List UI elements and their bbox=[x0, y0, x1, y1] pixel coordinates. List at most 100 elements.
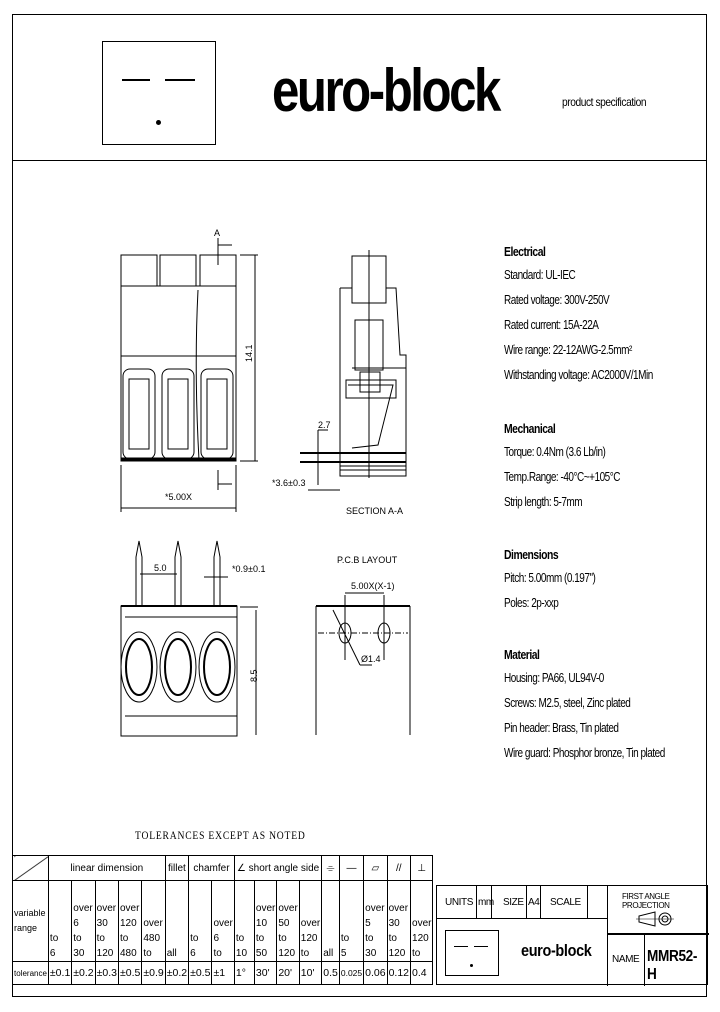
pcb-layout-title: P.C.B LAYOUT bbox=[337, 555, 398, 565]
header-cell: fillet bbox=[164, 855, 190, 881]
value-cell: 30' bbox=[253, 961, 278, 985]
pcb-pitch-dimension: 5.00X(X-1) bbox=[351, 581, 395, 591]
material-specs: Material Housing: PA66, UL94V-0 Screws: … bbox=[504, 647, 665, 766]
value-cell: 0.06 bbox=[363, 961, 388, 985]
value-cell: 10' bbox=[298, 961, 323, 985]
parallelism-icon: // bbox=[386, 855, 412, 881]
flatness-icon: ▱ bbox=[363, 855, 388, 881]
section-heading: Mechanical bbox=[504, 421, 556, 436]
name-label: NAME bbox=[612, 954, 640, 965]
range-cell: over 480 to bbox=[141, 880, 166, 962]
symmetry-icon: ⌯ bbox=[321, 855, 340, 881]
spec-line: Withstanding voltage: AC2000V/1Min bbox=[504, 368, 653, 382]
electrical-specs: Electrical Standard: UL-IEC Rated voltag… bbox=[504, 244, 653, 388]
section-side-dimension: *3.6±0.3 bbox=[272, 478, 305, 488]
range-cell: all bbox=[321, 880, 340, 962]
projection-label: FIRST ANGLE PROJECTION bbox=[622, 892, 670, 910]
value-cell: 1° bbox=[233, 961, 255, 985]
size-value: A4 bbox=[528, 897, 540, 908]
section-mark: A bbox=[214, 228, 220, 238]
straightness-icon: — bbox=[338, 855, 365, 881]
units-label: UNITS bbox=[445, 897, 474, 908]
section-label: SECTION A-A bbox=[346, 506, 403, 516]
range-cell: all bbox=[164, 880, 190, 962]
header-cell: ∠ short angle side bbox=[233, 855, 323, 881]
pin-dimension: *0.9±0.1 bbox=[232, 564, 265, 574]
perpendicularity-icon: ⊥ bbox=[410, 855, 434, 881]
height-dimension: 14.1 bbox=[244, 344, 254, 362]
logo bbox=[102, 41, 216, 145]
spec-line: Standard: UL-IEC bbox=[504, 268, 576, 282]
spec-line: Poles: 2p-xxp bbox=[504, 596, 559, 610]
value-cell: ±0.2 bbox=[164, 961, 190, 985]
title-block: UNITS mm SIZE A4 SCALE FIRST ANGLE PROJE… bbox=[436, 885, 709, 986]
title-block-logo bbox=[445, 930, 499, 976]
range-cell: to 5 bbox=[338, 880, 365, 962]
section-heading: Electrical bbox=[504, 244, 546, 259]
width-dimension: *5.00X bbox=[165, 492, 192, 502]
units-value: mm bbox=[478, 897, 494, 908]
table-row: variable range to 6 over 6 to 30 over 30… bbox=[12, 880, 434, 962]
range-cell: to 6 bbox=[188, 880, 213, 962]
value-cell: 0.025 bbox=[338, 961, 365, 985]
range-cell: over 6 to 30 bbox=[71, 880, 96, 962]
value-cell: ±0.5 bbox=[117, 961, 143, 985]
document-subtitle: product specification bbox=[562, 95, 647, 109]
value-cell: 0.12 bbox=[386, 961, 412, 985]
row-label: variable range bbox=[12, 880, 49, 962]
first-angle-projection-icon bbox=[636, 911, 674, 927]
diagonal-cell bbox=[12, 855, 49, 881]
header-divider bbox=[12, 160, 707, 161]
spec-line: Wire guard: Phosphor bronze, Tin plated bbox=[504, 746, 665, 760]
pitch-dimension: 5.0 bbox=[154, 563, 167, 573]
range-cell: over 6 to bbox=[211, 880, 235, 962]
drawing-frame bbox=[12, 14, 707, 997]
part-name: MMR52-H bbox=[647, 948, 698, 983]
hole-dimension: Ø1.4 bbox=[361, 654, 381, 664]
value-cell: 0.5 bbox=[321, 961, 340, 985]
spec-line: Screws: M2.5, steel, Zinc plated bbox=[504, 696, 631, 710]
range-cell: over 30 to 120 bbox=[386, 880, 412, 962]
value-cell: ±0.3 bbox=[94, 961, 120, 985]
spec-line: Pin header: Brass, Tin plated bbox=[504, 721, 619, 735]
range-cell: over 120 to 480 bbox=[117, 880, 143, 962]
pin-height-dimension: 8.5 bbox=[249, 669, 259, 682]
range-cell: over 50 to 120 bbox=[276, 880, 300, 962]
spec-line: Housing: PA66, UL94V-0 bbox=[504, 671, 604, 685]
value-cell: 20' bbox=[276, 961, 300, 985]
range-cell: over 5 to 30 bbox=[363, 880, 388, 962]
value-cell: ±1 bbox=[211, 961, 235, 985]
table-row: tolerance ±0.1 ±0.2 ±0.3 ±0.5 ±0.9 ±0.2 … bbox=[12, 961, 434, 985]
value-cell: ±0.9 bbox=[141, 961, 166, 985]
brand-title: euro-block bbox=[272, 57, 501, 124]
range-cell: over 10 to 50 bbox=[253, 880, 278, 962]
section-heading: Dimensions bbox=[504, 547, 559, 562]
range-cell: to 6 bbox=[47, 880, 73, 962]
tolerance-table: linear dimension fillet chamfer ∠ short … bbox=[12, 855, 434, 985]
dimension-specs: Dimensions Pitch: 5.00mm (0.197") Poles:… bbox=[504, 547, 596, 616]
spec-line: Torque: 0.4Nm (3.6 Lb/in) bbox=[504, 445, 606, 459]
spec-line: Pitch: 5.00mm (0.197") bbox=[504, 571, 596, 585]
spec-line: Wire range: 22-12AWG-2.5mm² bbox=[504, 343, 632, 357]
value-cell: ±0.5 bbox=[188, 961, 213, 985]
range-cell: to 10 bbox=[233, 880, 255, 962]
pcb-layout-drawing bbox=[315, 592, 411, 735]
tolerance-title: TOLERANCES EXCEPT AS NOTED bbox=[135, 828, 306, 842]
value-cell: ±0.1 bbox=[47, 961, 73, 985]
front-view-drawing bbox=[120, 238, 258, 512]
section-view-drawing bbox=[300, 250, 407, 491]
row-label: tolerance bbox=[12, 961, 49, 985]
range-cell: over 120 to bbox=[298, 880, 323, 962]
header-cell: chamfer bbox=[188, 855, 235, 881]
value-cell: ±0.2 bbox=[71, 961, 96, 985]
header-cell: linear dimension bbox=[47, 855, 166, 881]
spec-line: Rated current: 15A-22A bbox=[504, 318, 599, 332]
section-heading: Material bbox=[504, 647, 540, 662]
section-top-dimension: 2.7 bbox=[318, 420, 331, 430]
range-cell: over 30 to 120 bbox=[94, 880, 120, 962]
range-cell: over 120 to bbox=[410, 880, 434, 962]
mechanical-specs: Mechanical Torque: 0.4Nm (3.6 Lb/in) Tem… bbox=[504, 421, 620, 515]
title-block-brand: euro-block bbox=[521, 941, 592, 960]
